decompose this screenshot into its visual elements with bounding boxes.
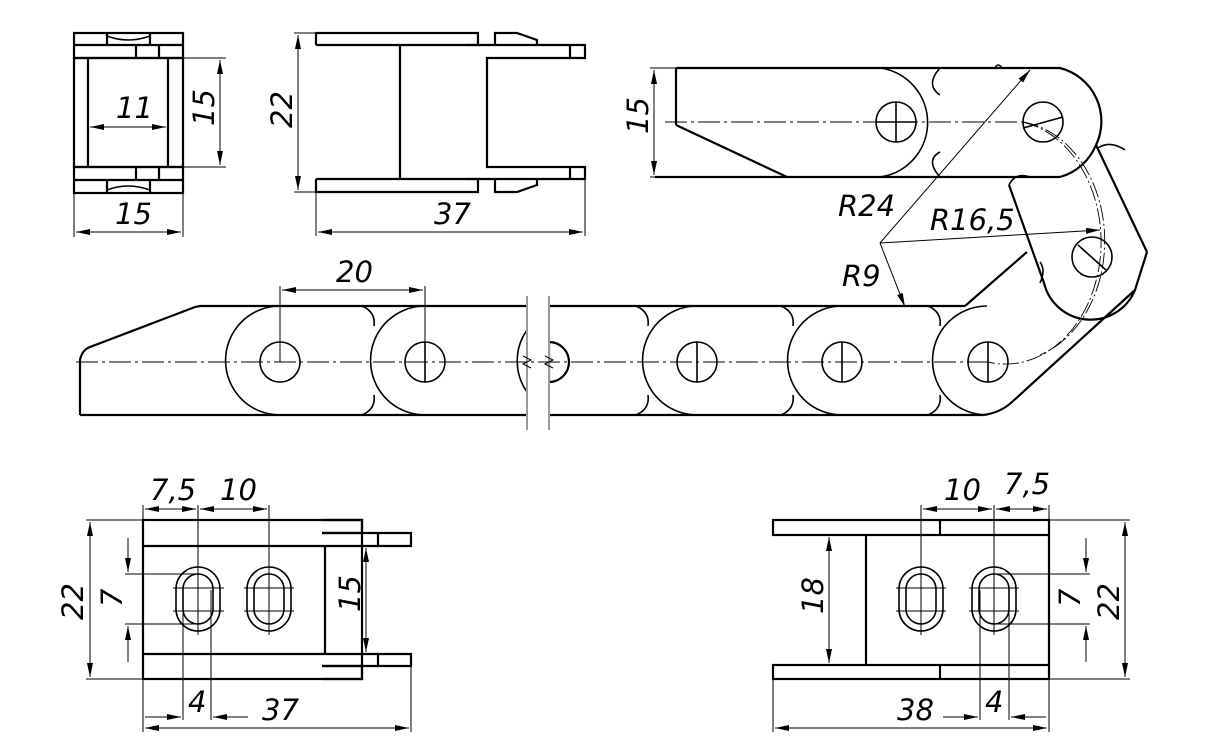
bottom-left-view: 7,5 10 22 7 15 4 37: [56, 473, 413, 732]
dim-br-length: 38: [897, 693, 934, 727]
dim-br-hole-offset: 7,5: [1004, 467, 1050, 501]
dim-outer-width: 15: [115, 197, 152, 231]
dim-pitch: 20: [336, 255, 373, 289]
dim-radius-center: R16,5: [930, 203, 1015, 237]
dim-br-height: 22: [1092, 583, 1126, 620]
dim-top-height: 22: [265, 91, 299, 128]
dim-bl-length: 37: [262, 693, 299, 727]
top-view: 22 37: [265, 31, 587, 236]
dim-hole-spacing: 10: [220, 473, 257, 507]
dim-bl-height: 22: [56, 583, 90, 620]
dim-br-inner-height: 18: [796, 577, 830, 614]
dim-link-height: 15: [621, 97, 655, 134]
dim-bl-inner-height: 15: [333, 575, 367, 612]
dim-bl-slot-width: 4: [188, 685, 206, 719]
dim-inner-height: 15: [187, 89, 221, 126]
dim-radius-outer: R24: [838, 189, 895, 223]
dim-br-slot-length: 7: [1053, 588, 1087, 607]
chain-side-view: 20 15 R24 R16,5 R9: [76, 64, 1149, 430]
dim-inner-width: 11: [116, 91, 153, 125]
dim-hole-offset: 7,5: [150, 473, 196, 507]
dim-bl-slot-length: 7: [95, 588, 129, 607]
bottom-right-view: 10 7,5 18 7 22 4 38: [771, 467, 1130, 732]
end-view: 11 15 15: [72, 31, 226, 237]
dim-top-length: 37: [434, 197, 471, 231]
dim-br-slot-width: 4: [985, 685, 1003, 719]
dim-radius-inner: R9: [842, 259, 881, 293]
dim-br-hole-spacing: 10: [944, 473, 981, 507]
